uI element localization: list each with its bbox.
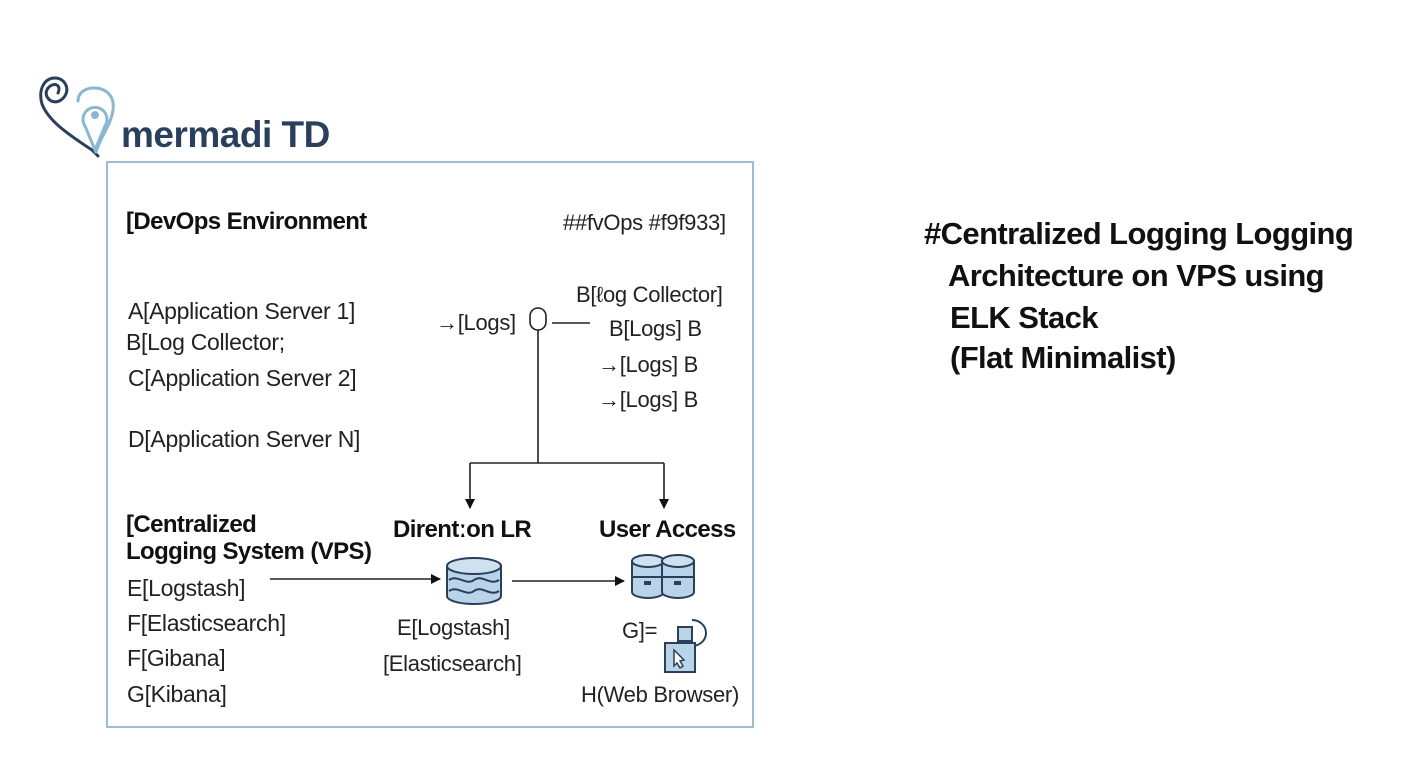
devops-style-note: ##fvOps #f9f933]: [563, 210, 726, 235]
devops-heading: [DevOps Environment: [126, 208, 367, 235]
kibana-dashboard-icon: [677, 619, 707, 647]
node-application-server-1: A[Application Server 1]: [128, 298, 356, 324]
node-kibana: G[Kibana]: [127, 681, 227, 707]
node-gibana: F[Gibana]: [127, 645, 226, 671]
node-application-server-n: D[Application Server N]: [128, 426, 361, 452]
node-elasticsearch: F[Elasticsearch]: [127, 610, 286, 636]
diagram-frame: [106, 161, 754, 728]
user-access-heading: User Access: [599, 516, 736, 543]
central-heading-line1: [Centralized: [126, 511, 257, 538]
kibana-label: G]=: [622, 618, 658, 643]
node-application-server-2: C[Application Server 2]: [128, 365, 357, 391]
title-line-2: Architecture on VPS using: [948, 258, 1325, 293]
collector-edge-2: →[Logs] B: [598, 352, 699, 377]
web-browser-label: H(Web Browser): [581, 682, 739, 707]
node-logstash: E[Logstash]: [127, 575, 246, 601]
title-line-4: (Flat Minimalist): [950, 340, 1176, 375]
collector-edge-3: →[Logs] B: [598, 387, 699, 412]
title-line-3: ELK Stack: [950, 300, 1099, 335]
title-line-1: #Centralized Logging Logging: [924, 216, 1354, 251]
web-browser-pointer-icon: [664, 642, 696, 673]
collector-label: B[ℓog Collector]: [576, 282, 723, 307]
database-stack-icon: [446, 557, 502, 605]
direction-heading: Direntːon LR: [393, 516, 532, 543]
heart-pin-logo-icon: [39, 76, 115, 158]
logs-input-label: →[Logs]: [436, 310, 516, 335]
db-label-elasticsearch: [Elasticsearch]: [383, 651, 522, 676]
collector-edge-1: B[Logs] B: [609, 316, 702, 341]
node-log-collector: B[Log Collector;: [126, 329, 285, 355]
brand-name: mermadi TD: [121, 114, 330, 155]
collector-node-icon: [529, 307, 547, 331]
server-pair-icon: [631, 554, 695, 599]
central-heading-line2: Logging System (VPS): [126, 538, 372, 565]
db-label-logstash: E[Logstash]: [397, 615, 510, 640]
